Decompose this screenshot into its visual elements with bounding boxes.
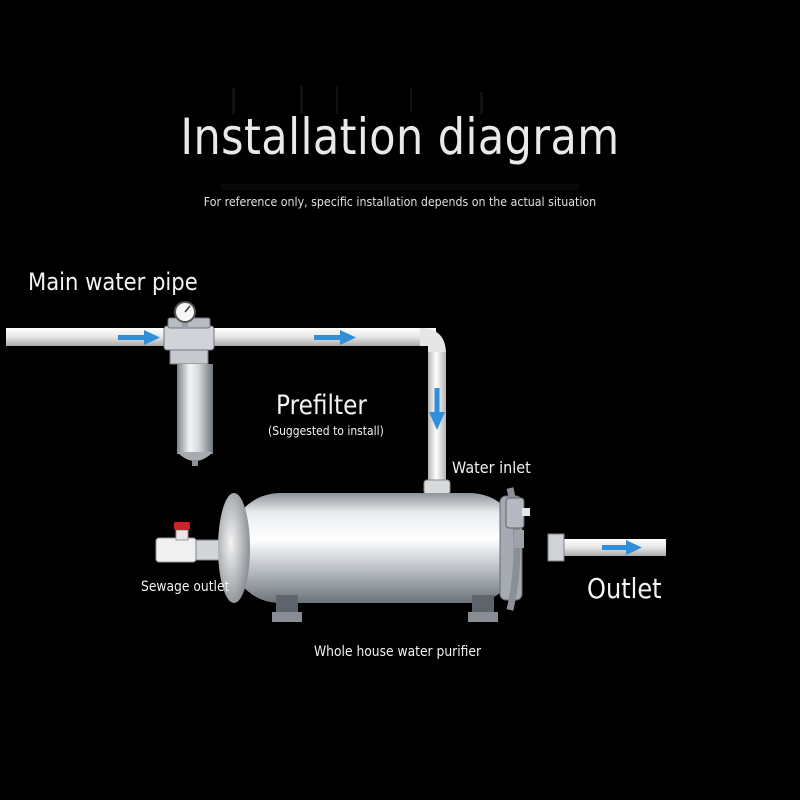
main-water-pipe — [6, 328, 436, 346]
label-purifier: Whole house water purifier — [314, 644, 482, 660]
flow-arrow-icon — [429, 388, 445, 430]
prefilter-unit — [163, 317, 215, 466]
flow-arrow-icon — [118, 330, 160, 345]
outlet-connector — [547, 533, 565, 562]
label-prefilter-note: (Suggested to install) — [268, 424, 384, 438]
label-sewage-outlet: Sewage outlet — [141, 579, 230, 595]
pressure-gauge-icon — [174, 301, 196, 328]
label-water-inlet: Water inlet — [452, 458, 531, 477]
sewage-valve — [155, 522, 221, 563]
label-outlet: Outlet — [587, 572, 662, 605]
flow-arrow-icon — [314, 330, 356, 345]
label-prefilter: Prefilter — [276, 390, 367, 421]
flow-arrow-icon — [602, 540, 642, 555]
whole-house-purifier-tank — [218, 487, 530, 622]
page-title: Installation diagram — [180, 108, 620, 166]
label-main-water-pipe: Main water pipe — [28, 268, 198, 296]
header-smudge — [222, 86, 578, 190]
inlet-connector — [423, 479, 451, 495]
subtitle: For reference only, specific installatio… — [203, 195, 597, 209]
